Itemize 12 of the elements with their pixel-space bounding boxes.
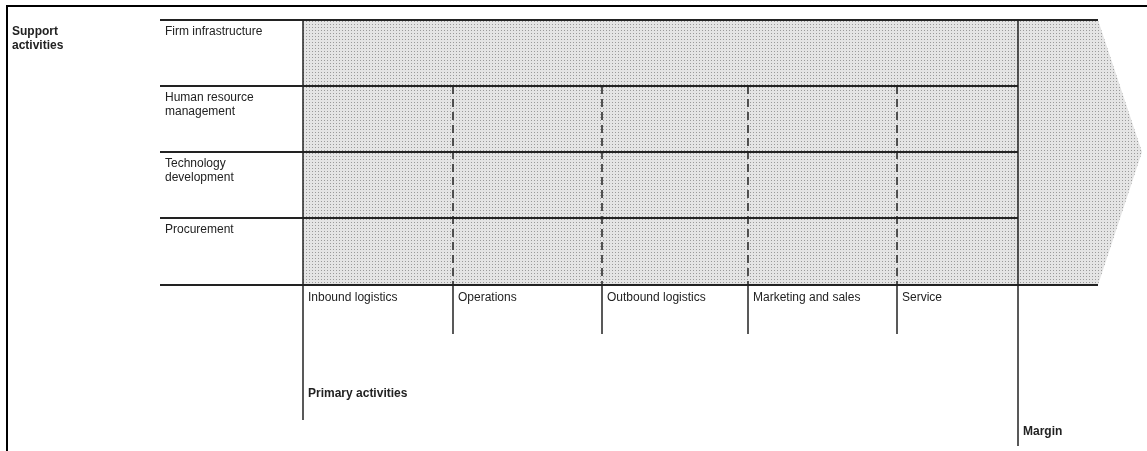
- activity-label: Service: [902, 290, 943, 304]
- activity-label: Operations: [458, 290, 518, 304]
- activity-label: Human resource management: [165, 90, 255, 118]
- activity-label: Technology development: [165, 156, 235, 184]
- activity-label: Marketing and sales: [753, 290, 862, 304]
- activity-label: Outbound logistics: [607, 290, 707, 304]
- activity-label: Inbound logistics: [308, 290, 399, 304]
- section-heading: Margin: [1023, 424, 1064, 438]
- section-heading: Primary activities: [308, 386, 409, 400]
- section-heading: Support activities: [12, 24, 65, 52]
- activity-label: Procurement: [165, 222, 235, 236]
- activity-label: Firm infrastructure: [165, 24, 264, 38]
